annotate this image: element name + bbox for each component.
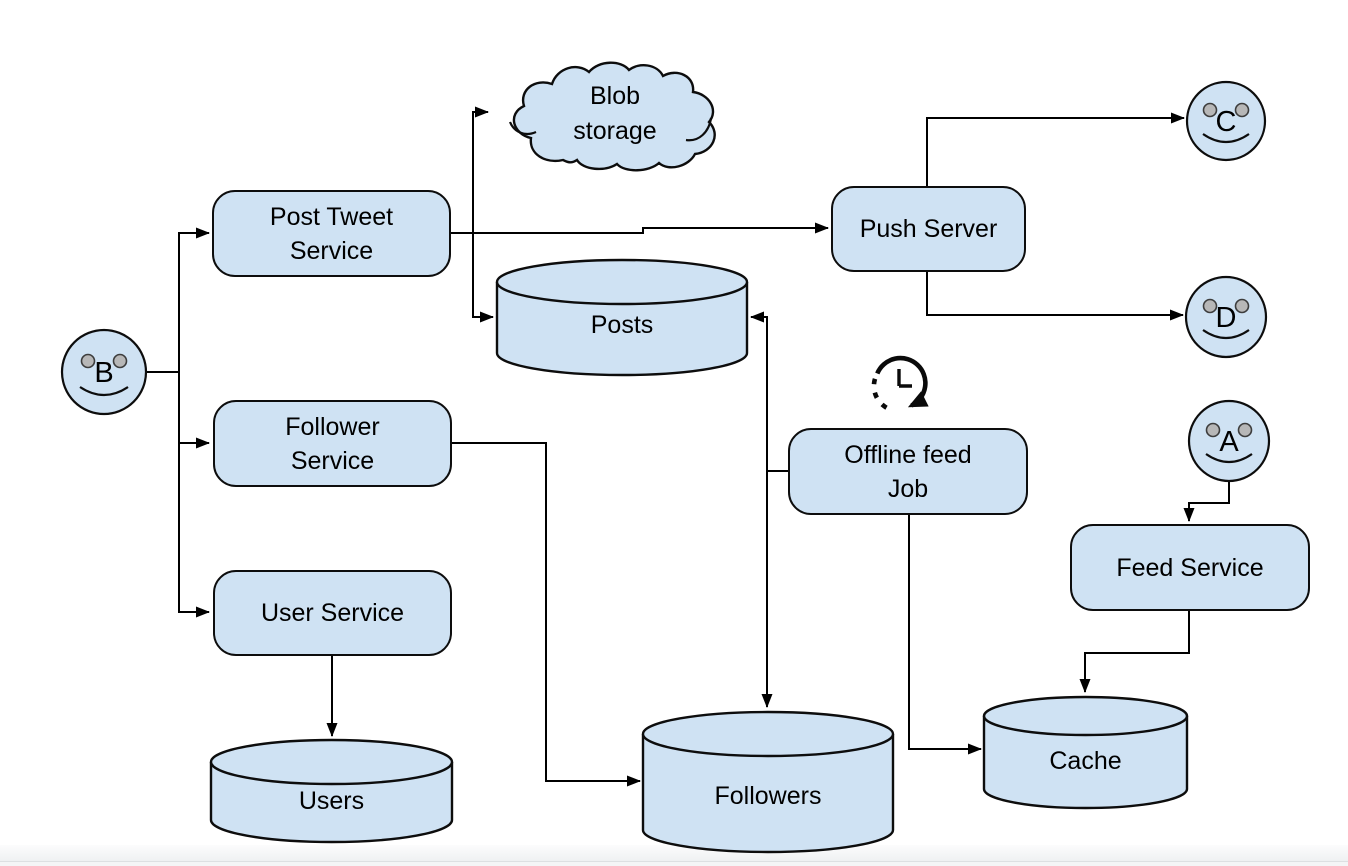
canvas-footer-line [0,861,1348,862]
node-follower-service: Follower Service [213,400,452,487]
edge-b-to-user-service [178,443,210,618]
edge-follower-service-to-followers [452,442,641,787]
node-post-tweet-service: Post Tweet Service [212,190,451,277]
node-label-line: Job [887,474,929,503]
node-followers-shape [641,710,895,854]
node-label-line: Follower [285,412,380,441]
cloud-inner-curl-right [685,117,713,142]
node-blob-storage-shape [508,61,716,172]
node-label-line: Users [298,786,365,815]
node-posts-shape [495,258,749,377]
actor-b-label: B [94,357,113,389]
avatar-eye [1234,102,1250,118]
edge-post-tweet-to-push-server [451,222,829,234]
node-push-server: Push Server [831,186,1026,272]
node-offline-feed-job: Offline feed Job [788,428,1028,515]
avatar-smile [1202,329,1250,340]
edge-push-server-to-d [926,272,1184,321]
canvas-footer-bottom [0,862,1348,866]
cloud-inner-curl-left [508,121,537,136]
node-label-line: Service [290,446,375,475]
actor-b-avatar: B [60,328,148,416]
node-users-shape [209,738,454,844]
avatar-eye [1202,298,1218,314]
actor-c-avatar: C [1185,80,1267,162]
edge-post-tweet-to-blob-storage [472,106,489,233]
avatar-smile [1205,453,1253,464]
avatar-eye [1234,298,1250,314]
node-label-line: Feed Service [1116,553,1264,582]
node-label-line: Followers [714,781,822,810]
node-label-line: storage [573,117,657,145]
node-cache-shape [982,695,1189,810]
actor-d-avatar: D [1184,275,1268,359]
actor-d-label: D [1216,302,1237,334]
connectors [146,106,1230,787]
avatar-smile [1202,133,1250,144]
node-label-line: Offline feed [844,440,972,469]
node-feed-service: Feed Service [1070,524,1310,611]
avatar-eye [1202,102,1218,118]
edge-b-to-follower-service [178,372,210,449]
edge-post-tweet-to-posts [472,233,494,323]
node-blob-storage-label: Blob storage [497,79,733,149]
actor-a-label: A [1219,426,1239,458]
node-label-line: Cache [1049,746,1122,775]
avatar-eye [112,353,128,369]
clock-hands [897,369,912,388]
edge-offline-job-to-cache [908,515,982,755]
node-label-line: Push Server [859,215,998,243]
avatar-eye [1237,422,1253,438]
node-label-line: Blob [589,82,641,110]
node-label-line: Post Tweet [269,202,394,231]
node-followers-label: Followers [643,771,893,821]
canvas-footer-strip [0,845,1348,861]
node-user-service: User Service [213,570,452,656]
node-users-label: Users [211,776,452,826]
node-label-line: Service [289,236,374,265]
avatar-eye [1205,422,1221,438]
edge-b-to-post-tweet-service [178,227,210,372]
actor-a-avatar: A [1187,399,1271,483]
edge-a-to-feed-service [1183,482,1230,522]
edge-offline-job-to-posts [750,311,788,472]
node-posts-label: Posts [497,300,747,350]
node-label-line: Posts [590,310,654,339]
actor-c-label: C [1216,106,1237,138]
edge-push-server-to-c [926,112,1185,186]
node-label-line: User Service [260,599,405,627]
avatar-smile [79,386,129,397]
avatar-eye [80,353,96,369]
edge-feed-service-to-cache [1079,611,1190,693]
scheduled-clock-icon [871,355,929,410]
node-cache-label: Cache [984,736,1187,786]
